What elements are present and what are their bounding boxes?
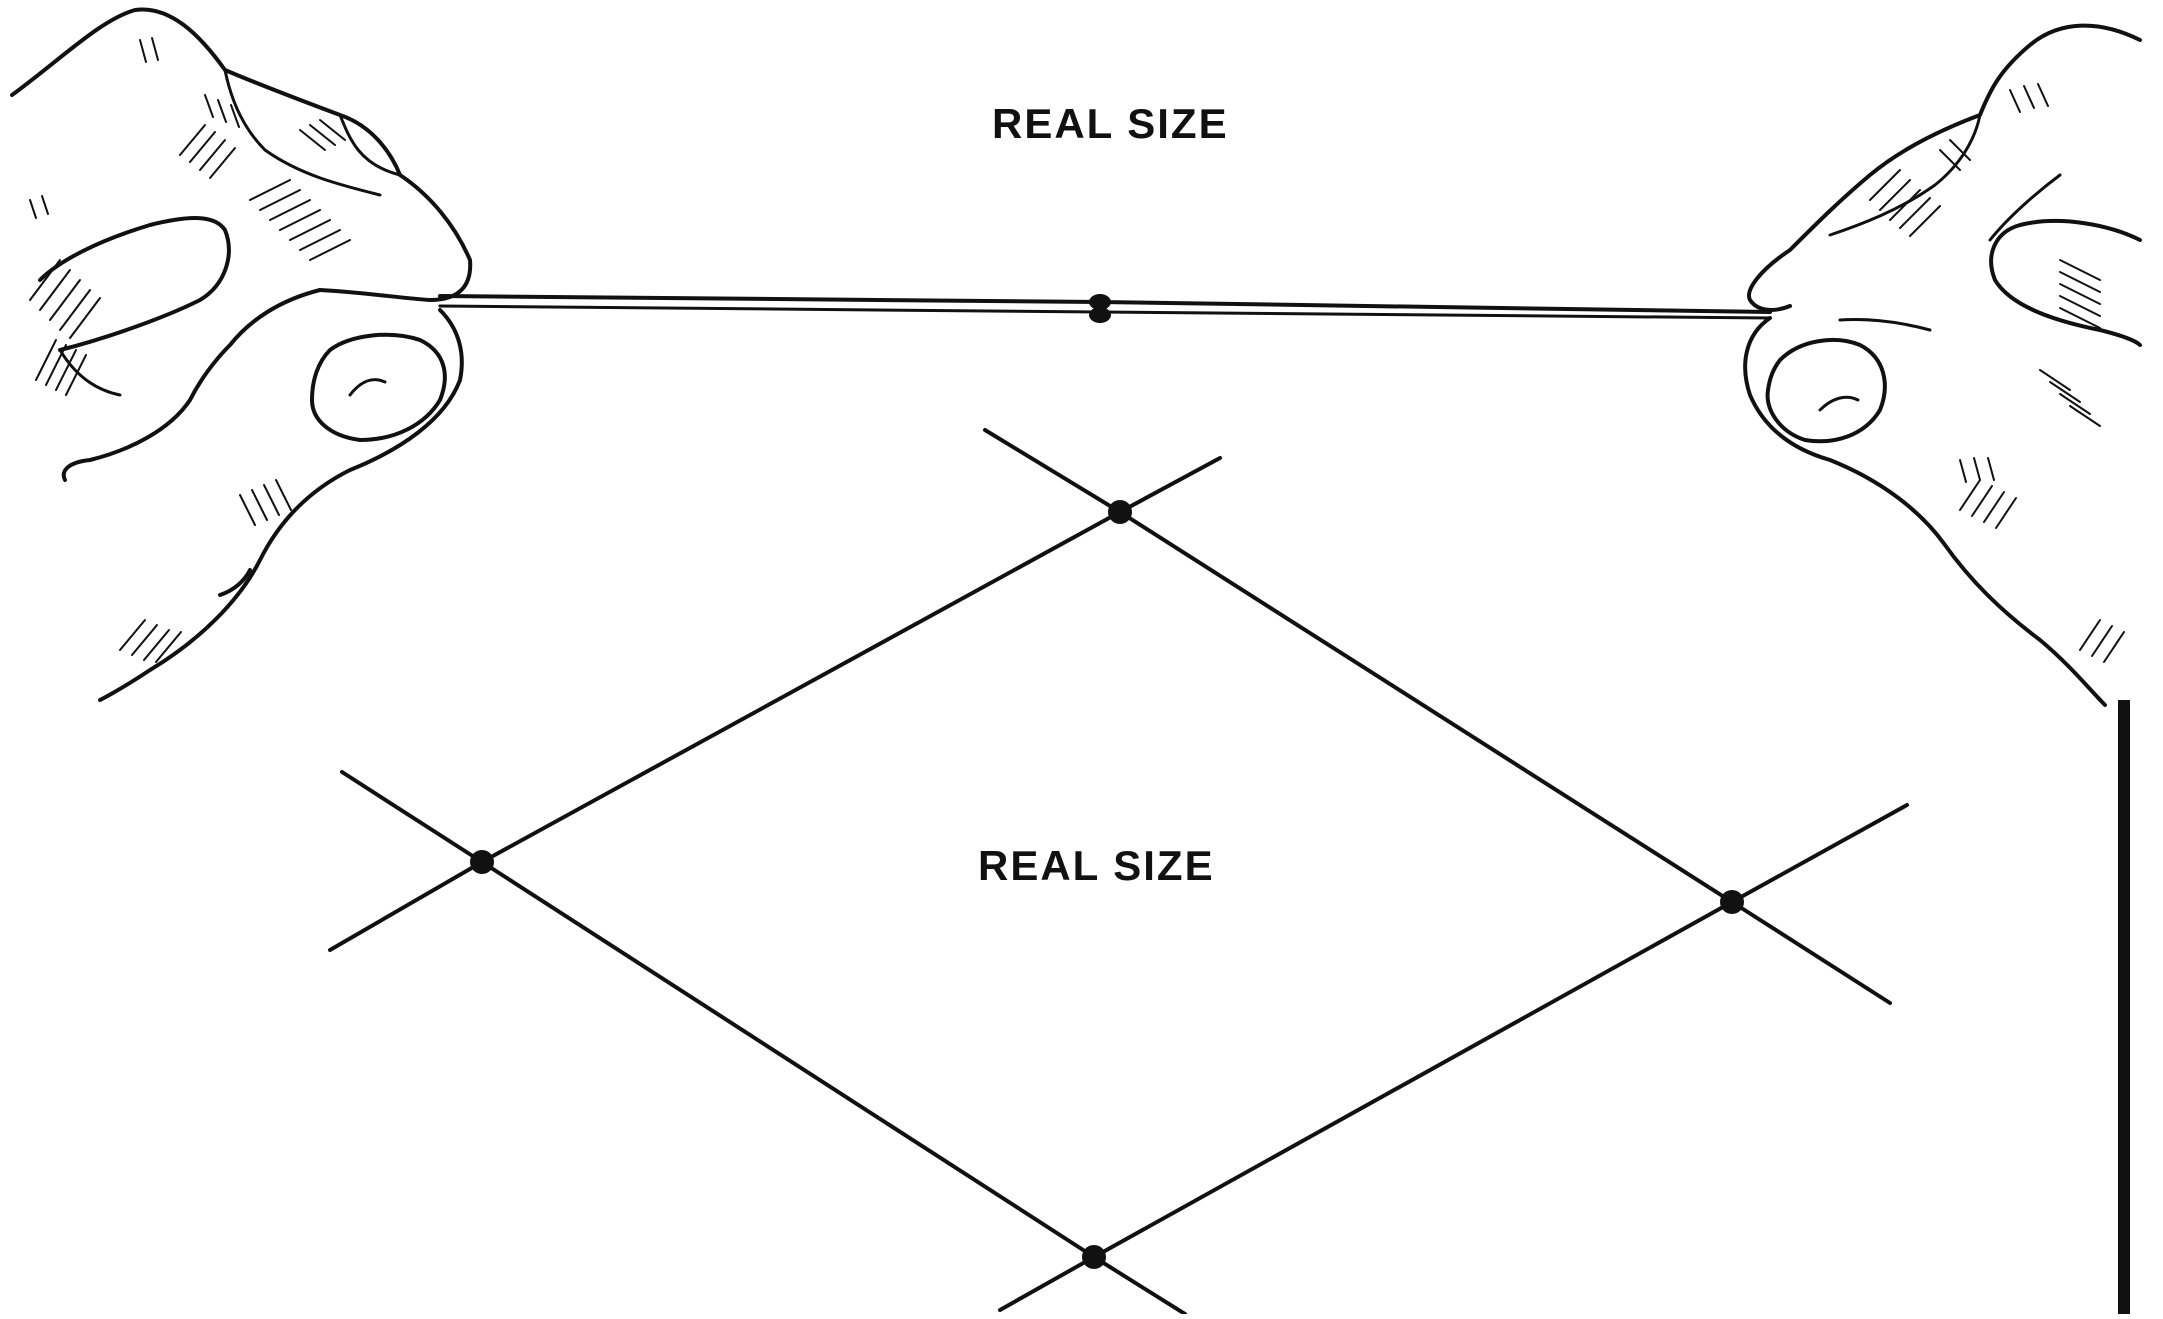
net-mesh-diagram [328,428,1909,1316]
page-edge-shadow [2118,700,2130,1314]
mesh-knot-bottom [1082,1245,1106,1269]
mesh-edge-top-left [480,510,1122,864]
twine-knot-upper [1089,294,1111,310]
mesh-line-left-tail-a [340,770,484,864]
twine-knot-lower [1089,307,1111,323]
mesh-edge-bottom-right [1092,900,1734,1259]
mesh-line-top-left-tail [983,428,1122,514]
left-hand-icon [10,7,473,702]
real-size-label-middle: REAL SIZE [978,842,1215,889]
mesh-line-bottom-tail-a [998,1255,1096,1312]
twine-strand [438,294,1772,323]
mesh-line-bottom-tail-b [1092,1255,1187,1316]
right-hand-hatching [1869,83,2125,663]
mesh-edge-top-right [1118,510,1734,904]
right-hand-icon [1743,23,2142,707]
mesh-line-right-tail-a [1730,803,1909,904]
mesh-line-left-tail-b [328,860,484,952]
mesh-knot-left [470,850,494,874]
mesh-knot-right [1720,890,1744,914]
mesh-knot-top [1108,500,1132,524]
mesh-line-right-tail-b [1730,900,1892,1005]
left-hand-hatching [29,37,351,663]
real-size-label-top: REAL SIZE [992,100,1229,147]
mesh-line-top-right-tail [1118,456,1222,514]
mesh-edge-bottom-left [480,860,1096,1259]
